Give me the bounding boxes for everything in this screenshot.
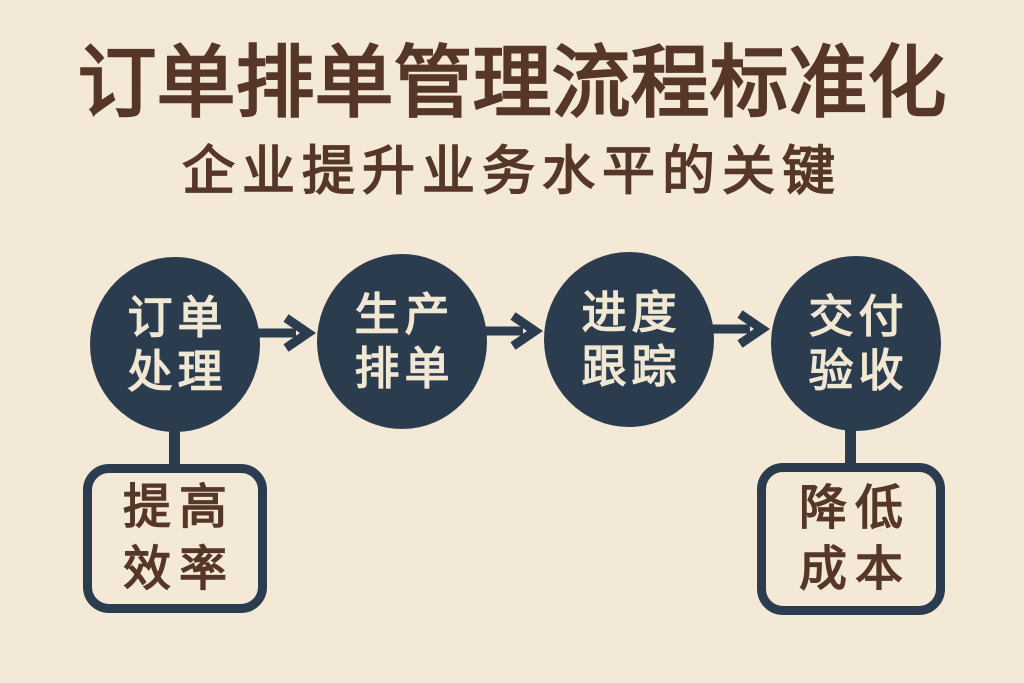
step-circle-order-processing: 订单 处理 — [90, 257, 260, 432]
connector-line-left — [169, 418, 180, 473]
arrow-right-icon — [485, 312, 543, 350]
outcome-label-line: 降低 — [798, 479, 911, 536]
arrow-right-icon — [712, 310, 770, 348]
step-label-line: 排单 — [354, 341, 455, 395]
connector-line-right — [845, 418, 856, 472]
step-label-line: 订单 — [127, 291, 228, 345]
step-label-line: 交付 — [808, 290, 909, 344]
outcome-box-cost-reduction: 降低 成本 — [757, 463, 945, 615]
outcome-box-efficiency: 提高 效率 — [83, 464, 267, 613]
step-label-line: 跟踪 — [581, 339, 682, 393]
step-label-line: 生产 — [354, 288, 455, 342]
page-title: 订单排单管理流程标准化 — [77, 37, 947, 129]
step-circle-production-scheduling: 生产 排单 — [317, 254, 487, 429]
page-subtitle: 企业提升业务水平的关键 — [182, 141, 842, 202]
step-label-line: 进度 — [581, 286, 682, 340]
step-circle-progress-tracking: 进度 跟踪 — [544, 252, 714, 427]
outcome-label-line: 提高 — [122, 479, 235, 536]
step-label-line: 处理 — [127, 344, 228, 398]
step-circle-delivery-acceptance: 交付 验收 — [771, 256, 941, 431]
arrow-right-icon — [258, 314, 316, 352]
outcome-label-line: 效率 — [122, 540, 235, 597]
step-label-line: 验收 — [808, 343, 909, 397]
outcome-label-line: 成本 — [798, 541, 911, 597]
